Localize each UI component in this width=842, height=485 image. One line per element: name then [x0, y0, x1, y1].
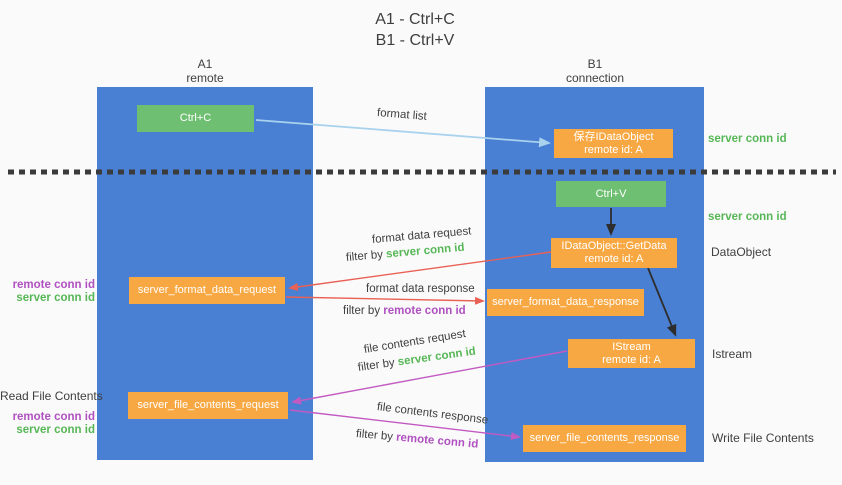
- arrow-label-file-contents-response: file contents response: [376, 401, 489, 427]
- node-server-file-contents-request-label: server_file_contents_request: [137, 399, 279, 411]
- arrow-label-format-list: format list: [376, 107, 428, 123]
- node-ctrl-c: Ctrl+C: [137, 105, 254, 132]
- node-istream-line1: IStream: [612, 340, 651, 353]
- lane-b1-name: B1: [587, 57, 603, 71]
- lane-header-b1: B1 connection: [540, 57, 650, 85]
- left-label-block-1: remote conn id server conn id: [0, 279, 95, 305]
- filter-key-remote-conn-id-2: remote conn id: [395, 431, 479, 451]
- arrow-label-filter-format-response: filter by remote conn id: [343, 305, 466, 317]
- node-server-format-data-response-label: server_format_data_response: [492, 296, 639, 308]
- title-line-2: B1 - Ctrl+V: [375, 32, 455, 49]
- lane-a1-name: A1: [197, 57, 213, 71]
- lane-b1-subtitle: connection: [565, 71, 625, 85]
- arrow-label-filter-file-response: filter by remote conn id: [355, 428, 478, 451]
- filter-key-server-conn-id-1: server conn id: [385, 241, 465, 261]
- node-save-idataobject-line1: 保存IDataObject: [573, 130, 654, 143]
- arrow-label-format-data-response: format data response: [366, 283, 475, 295]
- filter-by-prefix-2: filter by: [343, 305, 384, 317]
- filter-by-prefix-4: filter by: [355, 428, 397, 444]
- node-server-file-contents-request: server_file_contents_request: [128, 392, 288, 419]
- node-getdata-line1: IDataObject::GetData: [561, 240, 667, 252]
- node-getdata-line2: remote id: A: [584, 253, 644, 265]
- node-server-file-contents-response: server_file_contents_response: [523, 425, 686, 452]
- diagram-title: A1 - Ctrl+C B1 - Ctrl+V: [330, 9, 500, 51]
- format-data-response-arrow: [285, 296, 485, 305]
- right-label-dataobject: DataObject: [711, 245, 772, 259]
- left-label-read-file-contents: Read File Contents: [0, 389, 103, 403]
- right-label-server-conn-id-1: server conn id: [708, 133, 787, 145]
- node-save-idataobject: 保存IDataObject remote id: A: [554, 129, 673, 158]
- filter-by-prefix-3: filter by: [357, 356, 399, 374]
- filter-by-prefix-1: filter by: [345, 248, 387, 264]
- node-save-idataobject-line2: remote id: A: [584, 143, 643, 156]
- node-idataobject-getdata: IDataObject::GetData remote id: A: [551, 238, 677, 268]
- left-label-remote-conn-id-1: remote conn id: [12, 279, 95, 291]
- node-server-file-contents-response-label: server_file_contents_response: [529, 432, 680, 444]
- node-ctrl-v-label: Ctrl+V: [595, 187, 627, 200]
- right-label-istream: Istream: [712, 347, 753, 361]
- left-label-server-conn-id-1: server conn id: [16, 292, 95, 304]
- right-label-server-conn-id-2: server conn id: [708, 211, 787, 223]
- title-line-1: A1 - Ctrl+C: [375, 11, 455, 28]
- right-label-write-file-contents: Write File Contents: [712, 431, 814, 445]
- node-istream: IStream remote id: A: [568, 339, 695, 368]
- filter-key-remote-conn-id-1: remote conn id: [383, 305, 466, 317]
- node-server-format-data-response: server_format_data_response: [487, 289, 644, 316]
- node-server-format-data-request-label: server_format_data_request: [137, 284, 277, 296]
- left-label-server-conn-id-2: server conn id: [16, 424, 95, 436]
- node-server-format-data-request: server_format_data_request: [129, 277, 285, 304]
- lane-a1-subtitle: remote: [186, 71, 224, 85]
- node-ctrl-c-label: Ctrl+C: [179, 112, 212, 124]
- lane-header-a1: A1 remote: [150, 57, 260, 85]
- arrow-label-filter-format-request: filter by server conn id: [345, 242, 464, 264]
- left-label-remote-conn-id-2: remote conn id: [12, 411, 95, 423]
- left-label-block-2: Read File Contents remote conn id server…: [0, 389, 103, 437]
- node-ctrl-v: Ctrl+V: [556, 181, 666, 207]
- node-istream-line2: remote id: A: [602, 353, 661, 366]
